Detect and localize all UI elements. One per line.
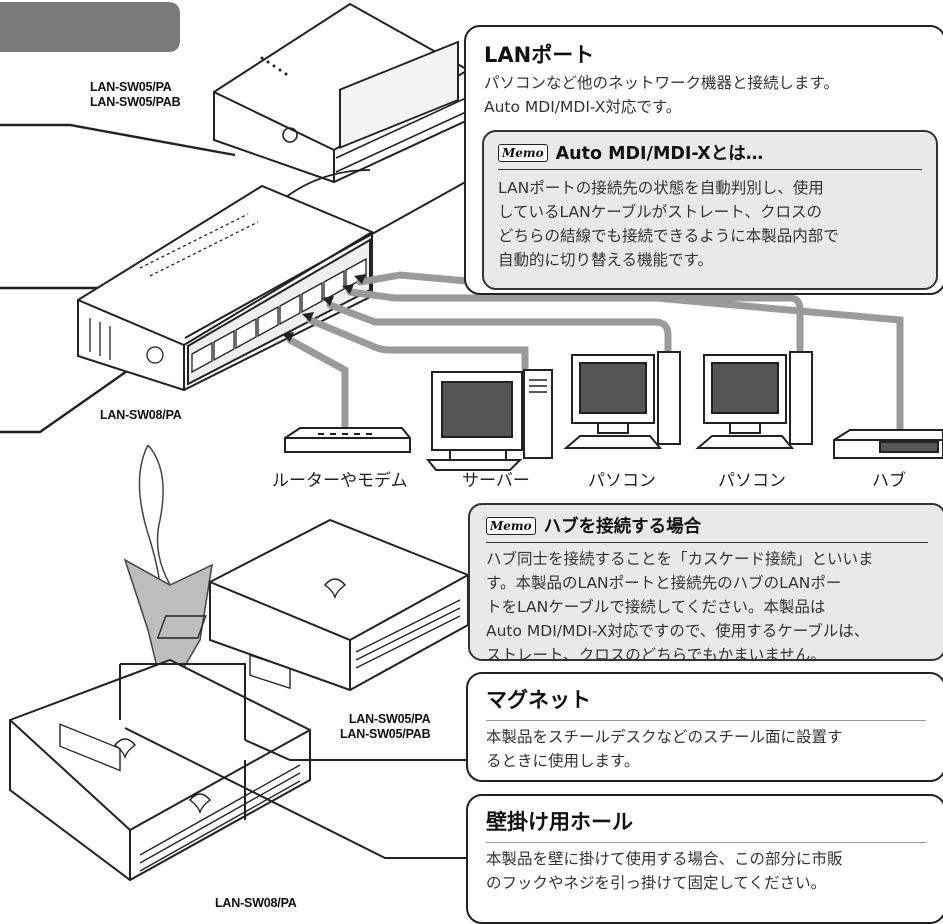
switch-5port-bottom: [209, 518, 469, 692]
wall-hole-desc-line: のフックやネジを引っ掛けて固定してください。: [486, 874, 827, 892]
model-name: LAN-SW05/PAB: [90, 95, 181, 109]
memo-line: しているLANケーブルがストレート、クロスの: [498, 203, 822, 221]
hub-illustration: [833, 429, 943, 459]
memo-line: LANポートの接続先の状態を自動判別し、使用: [498, 179, 824, 197]
switch-5port-top: [213, 2, 469, 184]
model-label-sw08-top: LAN-SW08/PA: [100, 408, 182, 422]
device-label-pc-1: パソコン: [588, 471, 656, 491]
lan-port-title: LANポート: [484, 43, 595, 67]
model-name: LAN-SW05/PAB: [340, 727, 431, 741]
server-illustration: [425, 369, 553, 471]
wall-hole-box: 壁掛け用ホール 本製品を壁に掛けて使用する場合、この部分に市販 のフックやネジを…: [466, 794, 943, 924]
model-label-sw05-top: LAN-SW05/PA LAN-SW05/PAB: [90, 80, 181, 110]
memo-line: 自動的に切り替える機能です。: [498, 251, 713, 269]
memo-title-row: Memo Auto MDI/MDI-Xとは…: [498, 140, 922, 170]
router-illustration: [284, 427, 411, 453]
magnet-box: マグネット 本製品をスチールデスクなどのスチール面に設置す るときに使用します。: [466, 672, 943, 782]
model-name: LAN-SW05/PA: [348, 712, 431, 726]
memo-line: す。本製品のLANポートと接続先のハブのLANポー: [486, 574, 842, 592]
wall-hole-title: 壁掛け用ホール: [486, 810, 633, 834]
memo-title: ハブを接続する場合: [543, 517, 702, 537]
switch-8port-bottom: [9, 658, 311, 882]
magnet-desc-line: るときに使用します。: [486, 752, 640, 770]
memo-title: Auto MDI/MDI-Xとは…: [555, 144, 764, 164]
memo-icon: Memo: [498, 143, 548, 162]
memo-icon: Memo: [486, 516, 536, 535]
hub-memo: Memo ハブを接続する場合 ハブ同士を接続することを「カスケード接続」といいま…: [468, 503, 943, 664]
lan-port-desc-2: Auto MDI/MDI-X対応です。: [484, 98, 682, 116]
memo-line: Auto MDI/MDI-X対応ですので、使用するケーブルは、: [486, 622, 870, 640]
memo-line: ハブ同士を接続することを「カスケード接続」といいま: [486, 550, 874, 568]
flip-arrow: [123, 444, 213, 702]
memo-line: どちらの結線でも接続できるように本製品内部で: [498, 227, 839, 245]
lan-port-desc-1: パソコンなど他のネットワーク機器と接続します。: [484, 74, 839, 92]
memo-line: トをLANケーブルで接続してください。本製品は: [486, 598, 826, 616]
model-label-sw05-bottom: LAN-SW05/PA LAN-SW05/PAB: [340, 712, 431, 742]
auto-mdi-memo: Memo Auto MDI/MDI-Xとは… LANポートの接続先の状態を自動判…: [482, 130, 938, 290]
memo-line: ストレート、クロスのどちらでもかまいません。: [486, 646, 826, 664]
magnet-desc-line: 本製品をスチールデスクなどのスチール面に設置す: [486, 728, 843, 746]
device-label-pc-2: パソコン: [718, 471, 786, 491]
device-label-server: サーバー: [462, 471, 530, 491]
device-label-router: ルーターやモデム: [272, 471, 408, 491]
device-label-hub: ハブ: [872, 471, 906, 491]
model-name: LAN-SW05/PA: [90, 80, 172, 94]
section-header-tab: [0, 2, 180, 52]
wall-hole-desc-line: 本製品を壁に掛けて使用する場合、この部分に市販: [486, 850, 843, 868]
pc-illustration-2: [695, 351, 813, 449]
model-label-sw08-bottom: LAN-SW08/PA: [215, 896, 297, 910]
pc-illustration-1: [563, 351, 681, 449]
memo-title-row: Memo ハブを接続する場合: [486, 513, 928, 543]
magnet-title: マグネット: [486, 688, 591, 712]
